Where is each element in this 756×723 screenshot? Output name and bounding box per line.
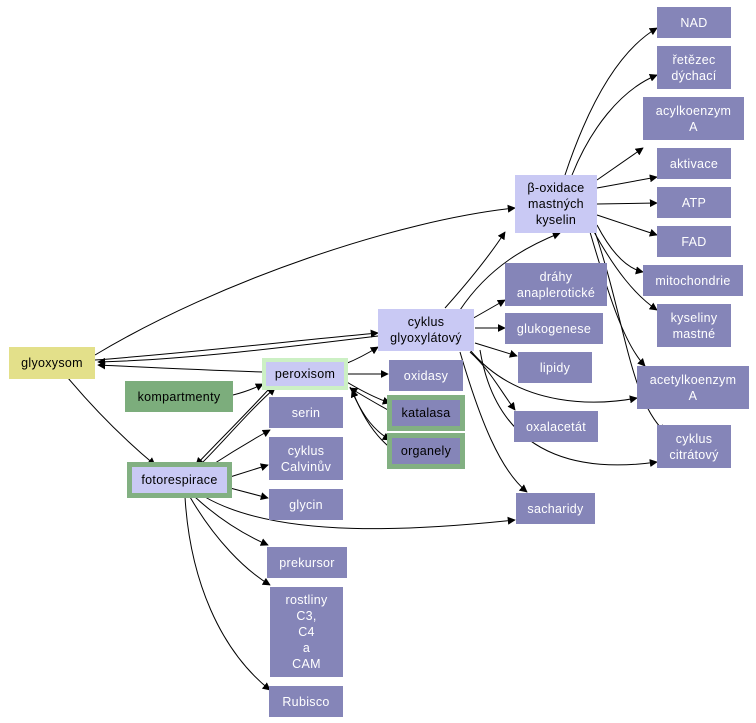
node-glukogenese[interactable]: glukogenese (505, 313, 603, 344)
node-label: β-oxidace mastných kyselin (527, 181, 585, 227)
node-label: ATP (681, 195, 707, 210)
node-label: mitochondrie (655, 273, 731, 288)
node-rubisco[interactable]: Rubisco (269, 686, 343, 717)
node-oxidasy[interactable]: oxidasy (389, 360, 463, 391)
edge-fotoresp-sacharidy (204, 496, 516, 530)
edge-glyox-lipidy (474, 342, 518, 358)
node-label: dráhy anaplerotické (516, 269, 596, 300)
edge-beta-mito (596, 224, 644, 275)
edge-beta-aktivace (596, 174, 658, 189)
node-label: aktivace (669, 156, 719, 171)
edge-glyoxysom-beta (94, 204, 516, 356)
edge-glyox-glyoxysom (97, 335, 379, 366)
node-label: prekursor (279, 555, 335, 570)
node-beta-oxidace[interactable]: β-oxidace mastných kyselin (515, 175, 597, 233)
node-mitochondrie[interactable]: mitochondrie (643, 265, 743, 296)
node-label: organely (400, 444, 452, 458)
edge-beta-nad (564, 27, 658, 176)
node-kompartmenty[interactable]: kompartmenty (125, 381, 233, 412)
node-cyklus-calvinuv[interactable]: cyklus Calvinův (269, 437, 343, 480)
edge-glyox-sacharidy (459, 351, 528, 493)
node-peroxisom[interactable]: peroxisom (262, 358, 348, 390)
edge-fotoresp-glycin (229, 487, 269, 501)
node-glyoxysom[interactable]: glyoxysom (9, 347, 95, 379)
node-label: serin (291, 405, 321, 420)
node-serin[interactable]: serin (269, 397, 343, 428)
node-label: katalasa (401, 406, 451, 420)
node-label: Rubisco (282, 694, 330, 709)
node-label: lipidy (539, 360, 571, 375)
node-label: cyklus glyoxylátový (390, 315, 462, 345)
edge-beta-fad (596, 214, 658, 237)
edge-fotoresp-prekursor (194, 496, 269, 546)
node-label: kyseliny mastné (670, 310, 718, 341)
node-label: oxidasy (403, 368, 449, 383)
edge-fotoresp-rubisco (184, 496, 271, 691)
node-label: glukogenese (516, 321, 592, 336)
edge-glyox-citrat (479, 349, 658, 467)
node-label: FAD (681, 234, 707, 249)
node-acylkoenzym[interactable]: acylkoenzym A (643, 97, 744, 140)
node-oxalacetat[interactable]: oxalacetát (514, 411, 598, 442)
edge-peroxisom-fotoresp (195, 387, 271, 466)
node-kyseliny[interactable]: kyseliny mastné (657, 304, 731, 347)
node-label: acetylkoenzym A (649, 372, 737, 403)
edge-beta-atp (596, 199, 658, 208)
edge-glyox-drahy (469, 299, 506, 321)
node-sacharidy[interactable]: sacharidy (516, 493, 595, 524)
edge-fotoresp-calvin (229, 463, 269, 478)
node-organely[interactable]: organely (387, 433, 465, 469)
node-fad[interactable]: FAD (657, 226, 731, 257)
edge-komp-peroxisom (232, 383, 264, 396)
node-lipidy[interactable]: lipidy (518, 352, 592, 383)
node-label: kompartmenty (137, 389, 221, 404)
node-aktivace[interactable]: aktivace (657, 148, 731, 179)
node-nad[interactable]: NAD (657, 7, 731, 38)
node-label: sacharidy (527, 501, 584, 516)
edge-beta-acetyl (589, 231, 646, 367)
edge-peroxisom-glyoxysom (97, 361, 264, 373)
edge-beta-retezec (571, 74, 658, 176)
edge-glyox-beta2 (459, 231, 561, 311)
node-label: cyklus Calvinův (280, 443, 332, 474)
node-cyklus-glyoxylatovy[interactable]: cyklus glyoxylátový (378, 309, 474, 351)
node-acetylkoenzym[interactable]: acetylkoenzym A (637, 366, 749, 409)
edge-glyox-beta (444, 231, 506, 309)
node-atp[interactable]: ATP (657, 187, 731, 218)
node-label: rostliny C3, C4 a CAM (285, 593, 328, 671)
node-cyklus-citratovy[interactable]: cyklus citrátový (657, 425, 731, 468)
edge-peroxisom-glyox (344, 346, 379, 365)
node-label: oxalacetát (526, 419, 586, 434)
node-fotorespirace[interactable]: fotorespirace (127, 462, 232, 498)
node-label: fotorespirace (141, 473, 218, 487)
edge-glyox-oxalacetat (469, 351, 516, 411)
node-label: cyklus citrátový (669, 431, 719, 462)
node-retezec[interactable]: řetězec dýchací (657, 46, 731, 89)
edge-organely-peroxisom (350, 389, 389, 447)
node-prekursor[interactable]: prekursor (267, 547, 347, 578)
node-label: glycin (289, 497, 323, 512)
node-label: glyoxysom (21, 356, 83, 370)
edge-fotoresp-serin (211, 429, 271, 466)
node-rostliny[interactable]: rostliny C3, C4 a CAM (270, 587, 343, 677)
node-label: peroxisom (274, 367, 336, 381)
edge-glyoxysom-glyox (94, 329, 379, 361)
node-katalasa[interactable]: katalasa (387, 395, 465, 431)
edge-glyoxysom-fotoresp (67, 377, 156, 466)
node-label: acylkoenzym A (655, 103, 732, 134)
node-glycin[interactable]: glycin (269, 489, 343, 520)
edge-beta-kyseliny (592, 229, 658, 311)
edge-fotoresp-rostliny (189, 496, 271, 586)
edge-beta-acyl (596, 147, 644, 181)
node-label: řetězec dýchací (671, 52, 717, 83)
edge-peroxisom-katalasa (344, 380, 391, 405)
edge-fotoresp-peroxisom (199, 387, 276, 466)
edge-glyox-acetylko (469, 349, 638, 404)
node-label: NAD (680, 15, 708, 30)
node-drahy[interactable]: dráhy anaplerotické (505, 263, 607, 306)
